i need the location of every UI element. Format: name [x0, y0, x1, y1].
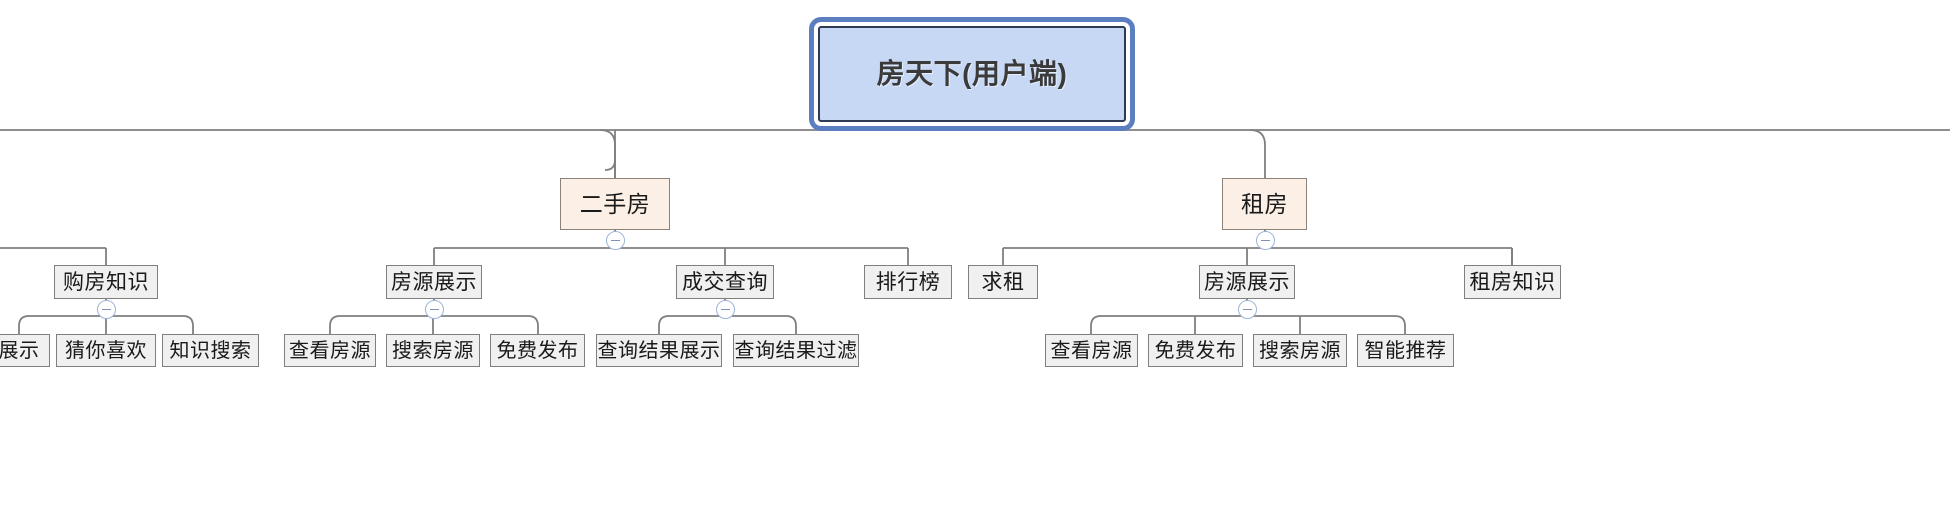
node-chakanfangyuan-zufang[interactable]: 查看房源 — [1045, 334, 1138, 367]
collapse-toggle-chengjiaochaxun[interactable] — [716, 300, 735, 319]
node-ershoufang[interactable]: 二手房 — [560, 178, 670, 230]
node-sousuofangyuan-ershoufang[interactable]: 搜索房源 — [386, 334, 480, 367]
node-sousuofangyuan-zufang[interactable]: 搜索房源 — [1253, 334, 1347, 367]
node-fangyuanzhanshi-zufang[interactable]: 房源展示 — [1199, 265, 1295, 299]
node-zufangzhishi[interactable]: 租房知识 — [1464, 265, 1561, 299]
minus-icon — [102, 308, 111, 311]
node-goufangzhishi[interactable]: 购房知识 — [54, 265, 158, 299]
node-fangyuanzhanshi-ershoufang[interactable]: 房源展示 — [386, 265, 482, 299]
root-node[interactable]: 房天下(用户端) — [809, 17, 1135, 131]
node-zhinengtuijian[interactable]: 智能推荐 — [1357, 334, 1454, 367]
node-chengjiaochaxun[interactable]: 成交查询 — [676, 265, 774, 299]
minus-icon — [721, 308, 730, 311]
collapse-toggle-zufang[interactable] — [1256, 231, 1275, 250]
node-mianfeifabu-zufang[interactable]: 免费发布 — [1148, 334, 1243, 367]
collapse-toggle-ershoufang[interactable] — [606, 231, 625, 250]
node-mianfeifabu-ershoufang[interactable]: 免费发布 — [490, 334, 585, 367]
node-paihangbang[interactable]: 排行榜 — [864, 265, 952, 299]
node-qiuzu[interactable]: 求租 — [968, 265, 1038, 299]
node-chaxunjieguoguolv[interactable]: 查询结果过滤 — [733, 334, 859, 367]
node-chaxunjieguozhanshi[interactable]: 查询结果展示 — [596, 334, 722, 367]
node-zhishisousuo[interactable]: 知识搜索 — [162, 334, 259, 367]
node-cainixihuan[interactable]: 猜你喜欢 — [56, 334, 156, 367]
collapse-toggle-fangyuanzhanshi-ershoufang[interactable] — [425, 300, 444, 319]
node-zhanshi[interactable]: 展示 — [0, 334, 50, 367]
collapse-toggle-goufangzhishi[interactable] — [97, 300, 116, 319]
minus-icon — [611, 239, 620, 242]
minus-icon — [1243, 308, 1252, 311]
node-chakanfangyuan-ershoufang[interactable]: 查看房源 — [284, 334, 376, 367]
node-zufang[interactable]: 租房 — [1222, 178, 1307, 230]
minus-icon — [430, 308, 439, 311]
minus-icon — [1261, 239, 1270, 242]
collapse-toggle-fangyuanzhanshi-zufang[interactable] — [1238, 300, 1257, 319]
